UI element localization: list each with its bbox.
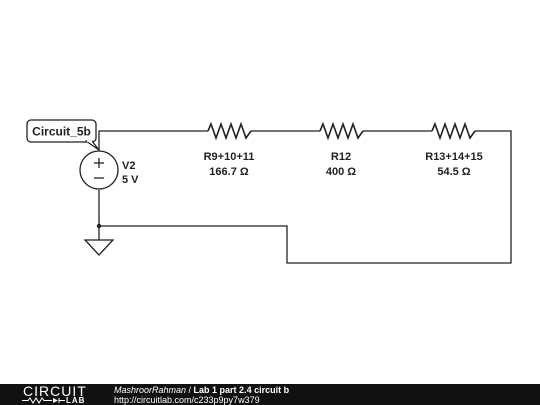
footer-info: MashroorRahman / Lab 1 part 2.4 circuit … (114, 385, 289, 405)
source-name-label: V2 (122, 160, 135, 172)
circuitlab-logo[interactable]: CIRCUIT LAB (0, 384, 108, 405)
source-circle (79, 150, 119, 190)
footer-author-link[interactable]: MashroorRahman (114, 384, 187, 395)
junction-dot (96, 223, 102, 229)
wires (98, 130, 512, 264)
net-label-tag[interactable]: Circuit_5b (26, 119, 100, 151)
resistor-r13-14-15[interactable] (431, 121, 476, 141)
resistor-r9-10-11[interactable] (207, 121, 252, 141)
logo-lab-text: LAB (66, 396, 86, 405)
footer-url-link[interactable]: http://circuitlab.com/c233p9py7w379 (114, 394, 260, 405)
schematic-canvas: V2 5 V R9+10+11 166.7 Ω R12 400 Ω R13+14… (26, 119, 512, 264)
voltage-source-v2[interactable] (79, 150, 119, 190)
wire-top (98, 130, 208, 150)
resistor-r12[interactable] (319, 121, 364, 141)
net-label-text: Circuit_5b (32, 125, 91, 139)
footer-separator: / (186, 384, 194, 395)
resistor-2-name: R12 (331, 151, 351, 163)
wire-right-return (99, 130, 512, 264)
resistor-3-value: 54.5 Ω (437, 166, 470, 178)
logo-circuit-text: CIRCUIT (23, 383, 87, 399)
resistor-3-name: R13+14+15 (425, 151, 483, 163)
footer-bar: CIRCUIT LAB MashroorRahman / Lab 1 part … (0, 384, 540, 405)
resistor-2-value: 400 Ω (326, 166, 356, 178)
footer-circuit-title[interactable]: Lab 1 part 2.4 circuit b (193, 384, 290, 395)
source-value-label: 5 V (122, 174, 139, 186)
ground-icon[interactable] (83, 239, 115, 256)
resistor-1-value: 166.7 Ω (209, 166, 249, 178)
logo-resistor-icon (22, 397, 65, 404)
footer-title-line: MashroorRahman / Lab 1 part 2.4 circuit … (114, 385, 289, 395)
resistor-1-name: R9+10+11 (204, 151, 255, 163)
